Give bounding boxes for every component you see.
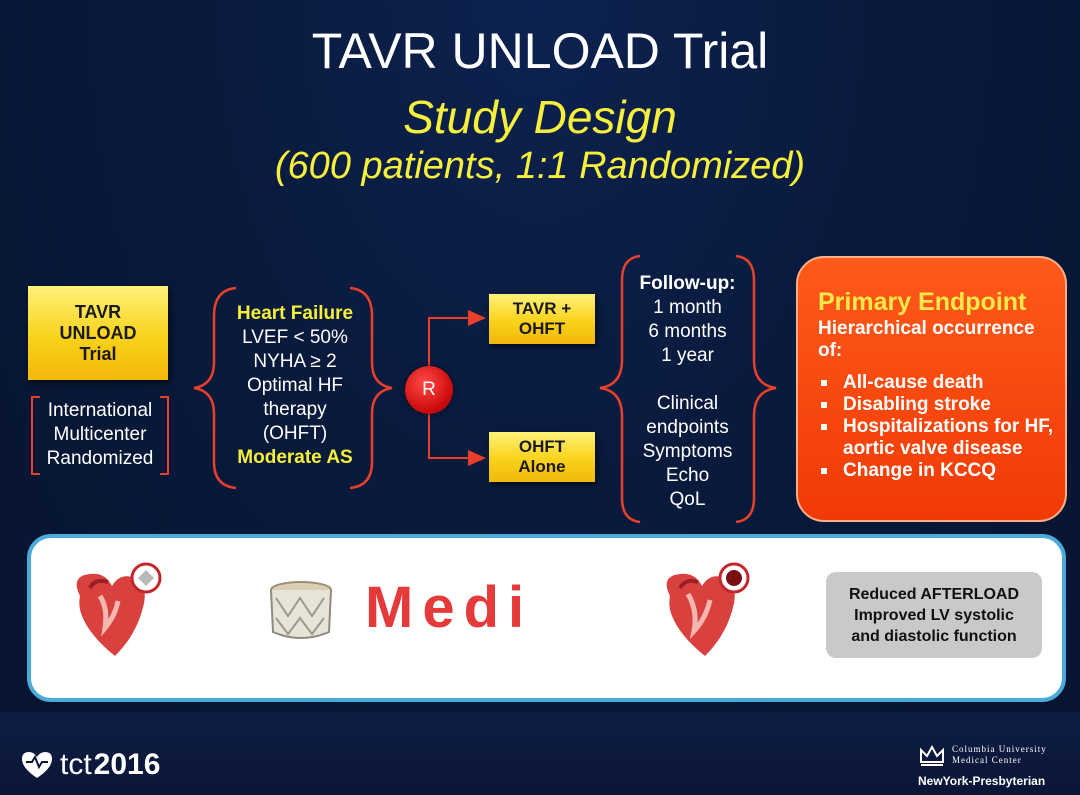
footer-bar xyxy=(0,712,1080,795)
followup-measure: endpoints xyxy=(646,417,729,438)
criterion-therapy: therapy xyxy=(263,399,327,420)
crown-icon xyxy=(920,744,944,766)
endpoint-list: All-cause death Disabling stroke Hospita… xyxy=(818,372,1055,482)
descriptor-multicenter: Multicenter xyxy=(53,424,147,445)
criterion-nyha: NYHA ≥ 2 xyxy=(253,351,337,372)
slide-title: TAVR UNLOAD Trial xyxy=(311,23,769,79)
endpoint-subtitle: Hierarchical occurrence of: xyxy=(818,318,1055,362)
arm-ohft-alone: OHFT Alone xyxy=(489,432,595,482)
trial-name-line: TAVR xyxy=(74,301,122,322)
conference-year: 2016 xyxy=(93,748,161,781)
mechanism-line: and diastolic function xyxy=(851,627,1017,645)
primary-endpoint-box: Primary Endpoint Hierarchical occurrence… xyxy=(796,256,1067,522)
population-criteria: Heart Failure LVEF < 50% NYHA ≥ 2 Optima… xyxy=(215,302,375,470)
trial-bracket-right xyxy=(160,396,169,475)
endpoint-title: Primary Endpoint xyxy=(818,288,1027,316)
trial-name-line: UNLOAD xyxy=(59,322,137,343)
arm-line: OHFT xyxy=(518,319,566,338)
institution-line: Columbia University xyxy=(952,744,1047,754)
endpoint-subtitle-line: of: xyxy=(818,340,843,361)
followup-title: Follow-up: xyxy=(639,273,736,294)
institution-line: Medical Center xyxy=(952,755,1022,765)
endpoint-item: Change in KCCQ xyxy=(818,460,1055,482)
population-brace-left xyxy=(193,286,237,490)
partner-name: NewYork-Presbyterian xyxy=(918,774,1046,788)
heart-logo-icon xyxy=(22,752,52,778)
heart-icon xyxy=(666,562,750,656)
population-footer: Moderate AS xyxy=(237,447,353,468)
mechanism-line: Improved LV systolic xyxy=(854,606,1014,624)
followup-brace-left xyxy=(599,254,641,524)
followup-time: 1 month xyxy=(653,297,722,318)
trial-bracket-left xyxy=(31,396,40,475)
endpoint-item: Hospitalizations for HF, aortic valve di… xyxy=(818,416,1055,460)
institution-logo: Columbia University Medical Center NewYo… xyxy=(918,744,1078,788)
mechanism-line: Reduced AFTERLOAD xyxy=(848,585,1020,603)
heart-icon xyxy=(76,562,162,656)
followup-schedule: Follow-up: 1 month 6 months 1 year Clini… xyxy=(620,272,755,512)
trial-name-box: TAVR UNLOAD Trial xyxy=(28,286,168,380)
followup-measure: Clinical xyxy=(656,393,719,414)
followup-brace-right xyxy=(735,254,777,524)
slide-subtitle: Study Design xyxy=(403,91,677,143)
endpoint-item: Disabling stroke xyxy=(818,394,1055,416)
endpoint-subtitle-line: Hierarchical occurrence xyxy=(818,318,1035,339)
arrow-to-ohft xyxy=(428,414,486,466)
population-heading: Heart Failure xyxy=(236,303,354,324)
watermark-text: Medi xyxy=(365,575,534,640)
followup-measure: Symptoms xyxy=(642,441,733,462)
endpoint-item: All-cause death xyxy=(818,372,1055,394)
mechanism-summary-box: Reduced AFTERLOAD Improved LV systolic a… xyxy=(826,572,1042,658)
arm-tavr-ohft: TAVR + OHFT xyxy=(489,294,595,344)
criterion-lvef: LVEF < 50% xyxy=(242,327,348,348)
conference-name: tct xyxy=(60,748,92,781)
arm-line: TAVR + xyxy=(512,299,572,318)
arm-line: OHFT xyxy=(518,437,566,456)
valve-icon xyxy=(270,581,332,639)
arrow-to-tavr xyxy=(428,310,486,366)
criterion-optimal-hf: Optimal HF xyxy=(246,375,344,396)
trial-name-line: Trial xyxy=(79,343,117,364)
followup-measure: QoL xyxy=(669,489,706,510)
descriptor-randomized: Randomized xyxy=(46,448,154,469)
slide-subtitle-detail: (600 patients, 1:1 Randomized) xyxy=(274,145,806,187)
criterion-ohft: (OHFT) xyxy=(262,423,328,444)
followup-time: 1 year xyxy=(661,345,714,366)
followup-time: 6 months xyxy=(648,321,727,342)
trial-descriptors: International Multicenter Randomized xyxy=(32,399,168,471)
randomization-node: R xyxy=(405,366,453,414)
population-brace-right xyxy=(349,286,393,490)
descriptor-international: International xyxy=(47,400,153,421)
arm-line: Alone xyxy=(518,457,566,476)
followup-measure: Echo xyxy=(665,465,710,486)
